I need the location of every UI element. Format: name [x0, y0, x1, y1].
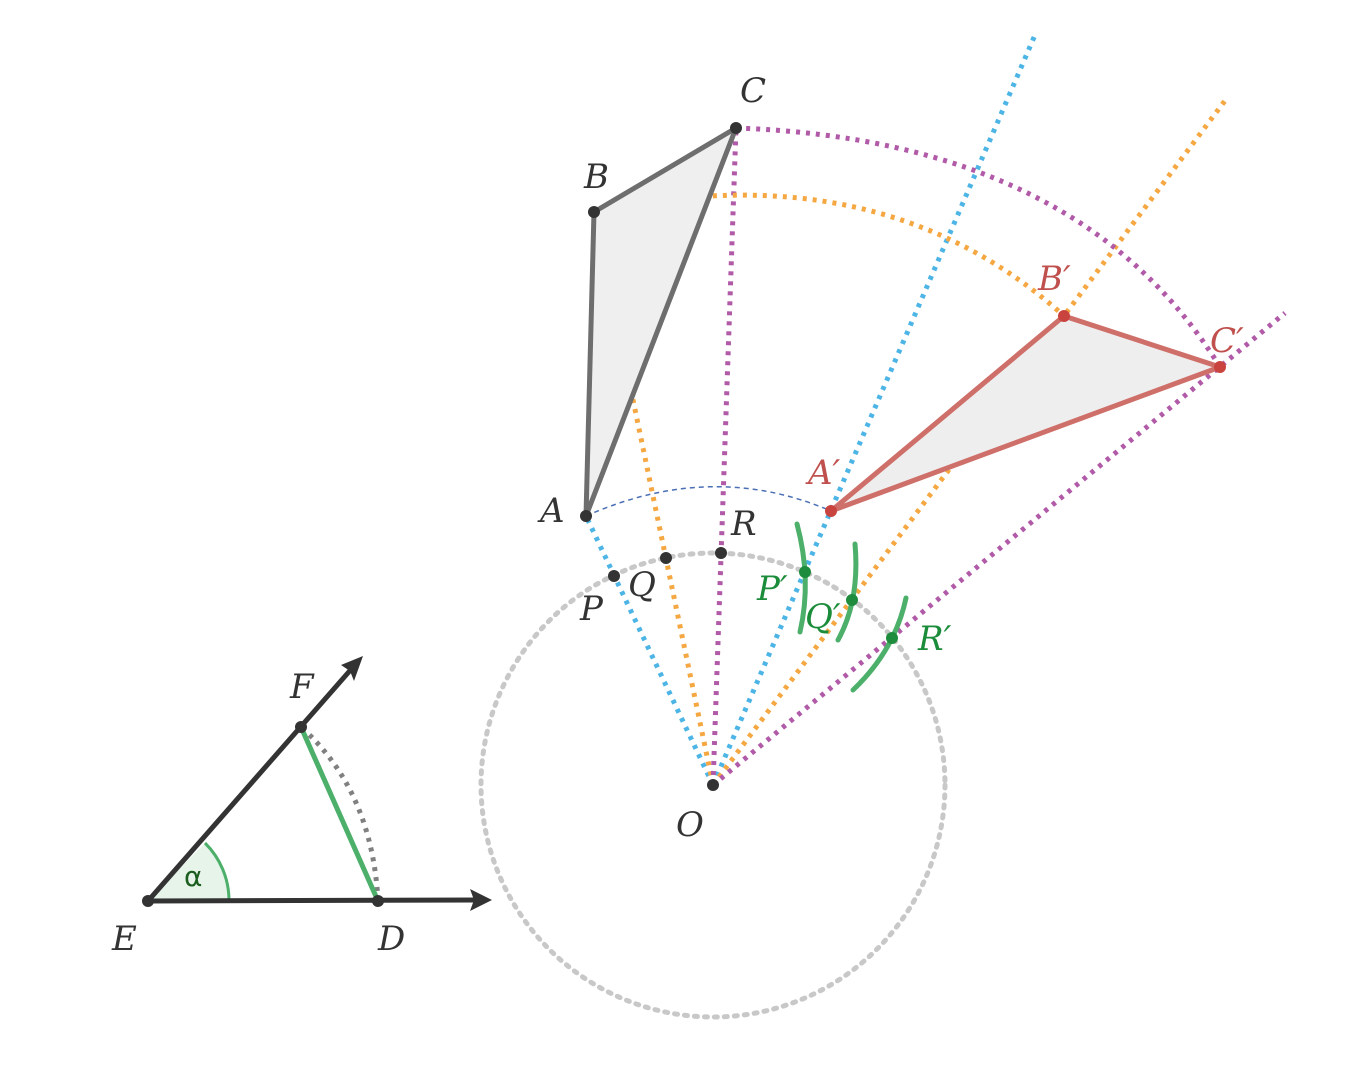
- point-f: [295, 721, 307, 733]
- point-r: [715, 547, 727, 559]
- point-d: [372, 895, 384, 907]
- ray-ed: [147, 897, 479, 904]
- arrowhead-ed: [470, 889, 492, 911]
- ray-oa-prime: [710, 34, 1038, 786]
- point-c: [730, 122, 742, 134]
- label-b: B: [583, 157, 609, 197]
- chord-fd: [298, 725, 381, 903]
- label-b-prime: B′: [1037, 259, 1071, 299]
- label-r: R: [730, 504, 757, 544]
- label-a: A: [537, 491, 565, 531]
- arc-a-to-a-prime: [585, 485, 832, 517]
- point-b: [588, 206, 600, 218]
- triangle-a-prime-b-prime-c-prime: [828, 313, 1223, 514]
- reference-circle: [478, 550, 948, 1020]
- point-r-prime: [886, 632, 898, 644]
- label-c-prime: C′: [1210, 321, 1244, 361]
- ray-ef: [146, 664, 356, 903]
- ray-ob: [591, 211, 716, 786]
- point-q-prime: [846, 594, 858, 606]
- label-p-prime: P′: [756, 569, 788, 609]
- angle-alpha-sector: [148, 843, 229, 901]
- label-q-prime: Q′: [805, 597, 841, 637]
- arc-d-to-f: [299, 725, 381, 902]
- compass-arc-p-prime: [794, 521, 808, 635]
- label-f: F: [289, 667, 315, 707]
- arrowhead-ef: [341, 656, 363, 681]
- label-d: D: [377, 919, 405, 959]
- point-a-prime: [825, 505, 837, 517]
- ray-oc-prime: [711, 311, 1287, 787]
- point-p: [608, 570, 620, 582]
- point-q: [660, 552, 672, 564]
- point-e: [142, 895, 154, 907]
- label-a-prime: A′: [805, 453, 841, 493]
- label-q: Q: [628, 565, 656, 605]
- angle-alpha-arc: [203, 841, 231, 901]
- point-a: [580, 510, 592, 522]
- point-o: [707, 779, 719, 791]
- arc-b-to-b-prime: [593, 192, 1066, 318]
- label-e: E: [111, 919, 137, 959]
- label-c: C: [740, 71, 766, 111]
- label-o: O: [676, 805, 704, 845]
- point-p-prime: [799, 566, 811, 578]
- ray-oc: [710, 127, 739, 786]
- triangle-abc: [583, 125, 739, 519]
- label-p: P: [579, 589, 604, 629]
- point-c-prime: [1214, 361, 1226, 373]
- compass-arc-r-prime: [850, 595, 909, 693]
- point-b-prime: [1058, 310, 1070, 322]
- ray-oa: [583, 514, 716, 787]
- label-r-prime: R′: [917, 619, 952, 659]
- ray-ob-prime: [710, 96, 1230, 787]
- arc-c-to-c-prime: [735, 125, 1223, 369]
- label-alpha: α: [184, 860, 202, 893]
